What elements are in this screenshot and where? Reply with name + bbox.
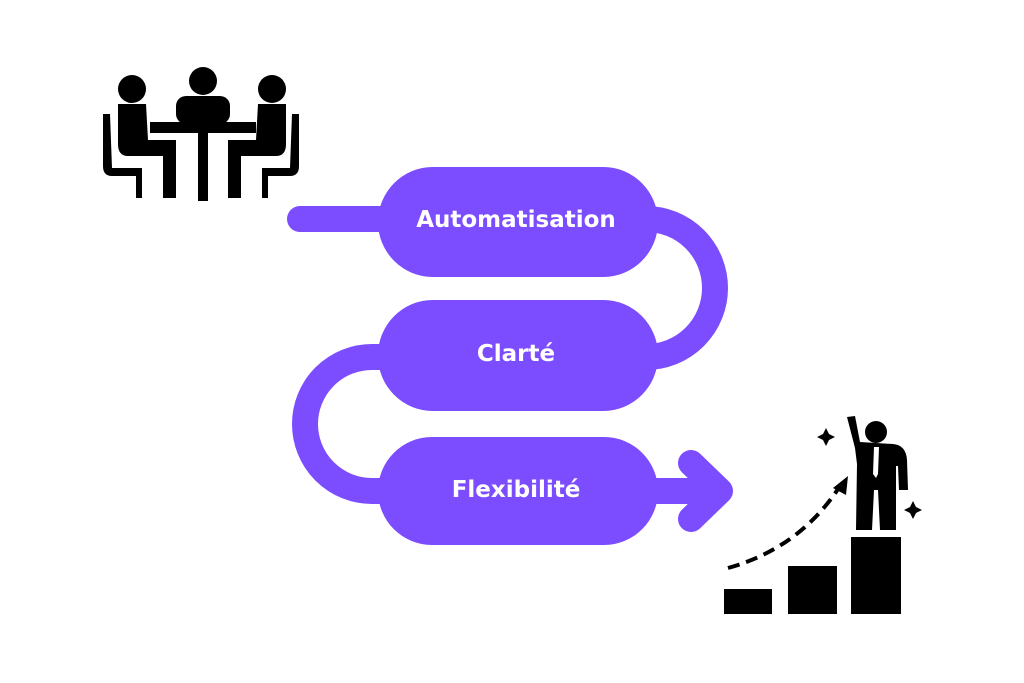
meeting-table-icon [103, 67, 299, 201]
sparkle-icon [904, 501, 922, 519]
step-label: Clarté [477, 341, 555, 367]
step-pill-automatisation: Automatisation [378, 167, 658, 277]
step-label: Automatisation [416, 207, 616, 233]
person-tie [873, 447, 879, 478]
growth-bar-small [724, 589, 772, 614]
growth-bar-large [851, 537, 901, 614]
trend-dashed-line [727, 484, 842, 570]
flow-turn-right [640, 206, 728, 370]
sparkle-icon [817, 428, 835, 446]
trend-arrow-head-icon [833, 476, 848, 495]
person-head [865, 421, 887, 443]
flow-turn-left [292, 344, 395, 504]
flow-arrow-head-icon [678, 450, 733, 532]
growth-success-icon [724, 416, 922, 614]
step-pill-clarte: Clarté [378, 300, 658, 411]
growth-bar-medium [788, 566, 837, 614]
step-pill-flexibilite: Flexibilité [378, 437, 658, 545]
serpentine-flow: Automatisation Clarté Flexibilité [287, 167, 733, 545]
step-label: Flexibilité [452, 477, 581, 503]
